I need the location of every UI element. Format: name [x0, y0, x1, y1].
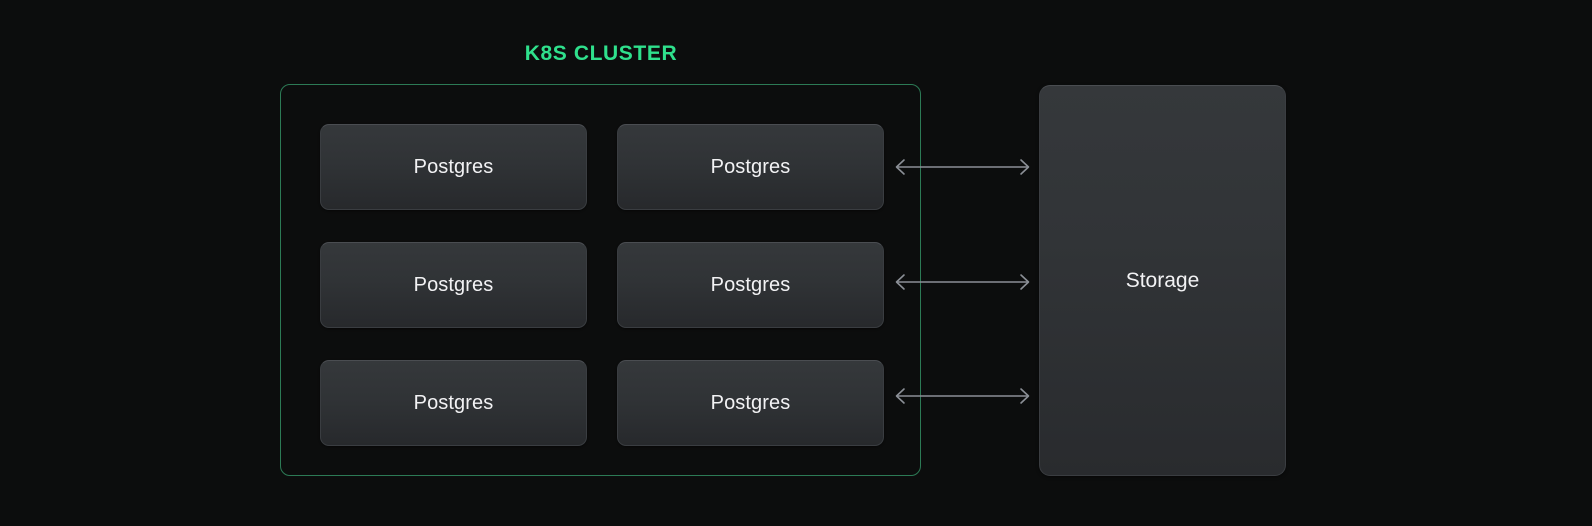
postgres-node: Postgres [617, 360, 884, 446]
postgres-node-label: Postgres [413, 392, 494, 414]
postgres-node-label: Postgres [413, 156, 494, 178]
postgres-node-grid: Postgres Postgres Postgres Postgres Post… [320, 124, 884, 446]
postgres-node: Postgres [617, 124, 884, 210]
postgres-node: Postgres [320, 124, 587, 210]
postgres-node: Postgres [320, 360, 587, 446]
storage-label: Storage [1125, 269, 1200, 292]
postgres-node-label: Postgres [413, 274, 494, 296]
postgres-node-label: Postgres [710, 156, 791, 178]
k8s-cluster-boundary [280, 84, 921, 476]
postgres-node-label: Postgres [710, 392, 791, 414]
cluster-title: K8S CLUSTER [524, 42, 678, 65]
storage-panel: Storage [1039, 85, 1286, 476]
postgres-node-label: Postgres [710, 274, 791, 296]
postgres-node: Postgres [617, 242, 884, 328]
postgres-node: Postgres [320, 242, 587, 328]
